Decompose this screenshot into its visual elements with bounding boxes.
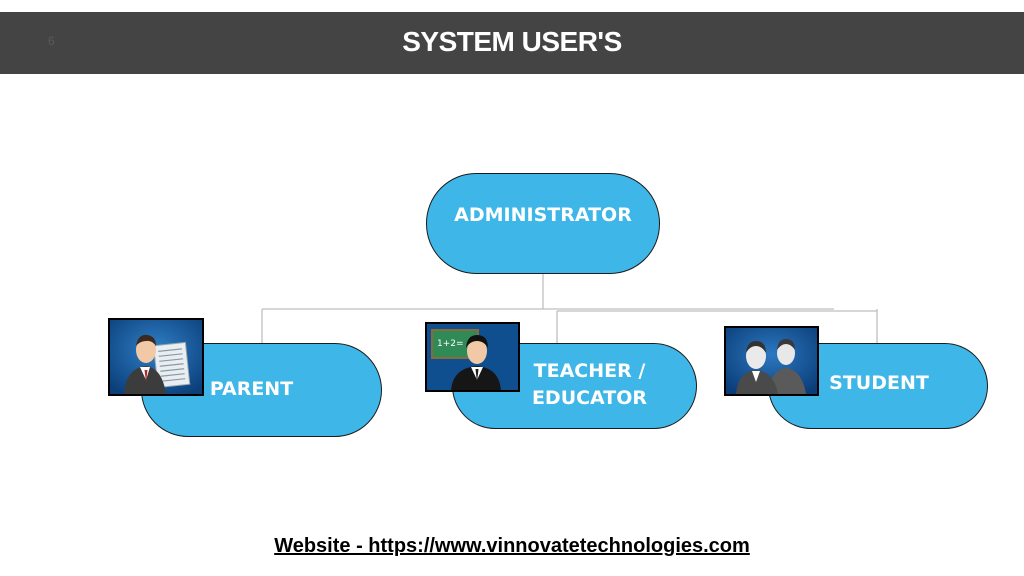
parent-label: PARENT xyxy=(209,377,294,400)
administrator-label: ADMINISTRATOR xyxy=(454,204,632,226)
administrator-node: ADMINISTRATOR xyxy=(426,173,660,274)
teacher-label: TEACHER / EDUCATOR xyxy=(532,358,647,412)
teacher-label-line1: TEACHER / xyxy=(533,359,646,382)
page-title: SYSTEM USER'S xyxy=(402,26,622,57)
website-link[interactable]: Website - https://www.vinnovatetechnolog… xyxy=(274,535,750,557)
student-label: STUDENT xyxy=(829,371,929,394)
teacher-at-chalkboard-icon: 1+2= xyxy=(425,322,520,392)
slide-number: 6 xyxy=(48,34,55,48)
students-group-icon xyxy=(724,326,819,396)
teacher-label-line2: EDUCATOR xyxy=(531,386,648,409)
title-bar: 6 SYSTEM USER'S xyxy=(0,12,1024,74)
parent-with-document-icon xyxy=(108,318,204,396)
svg-text:1+2=: 1+2= xyxy=(437,339,464,349)
